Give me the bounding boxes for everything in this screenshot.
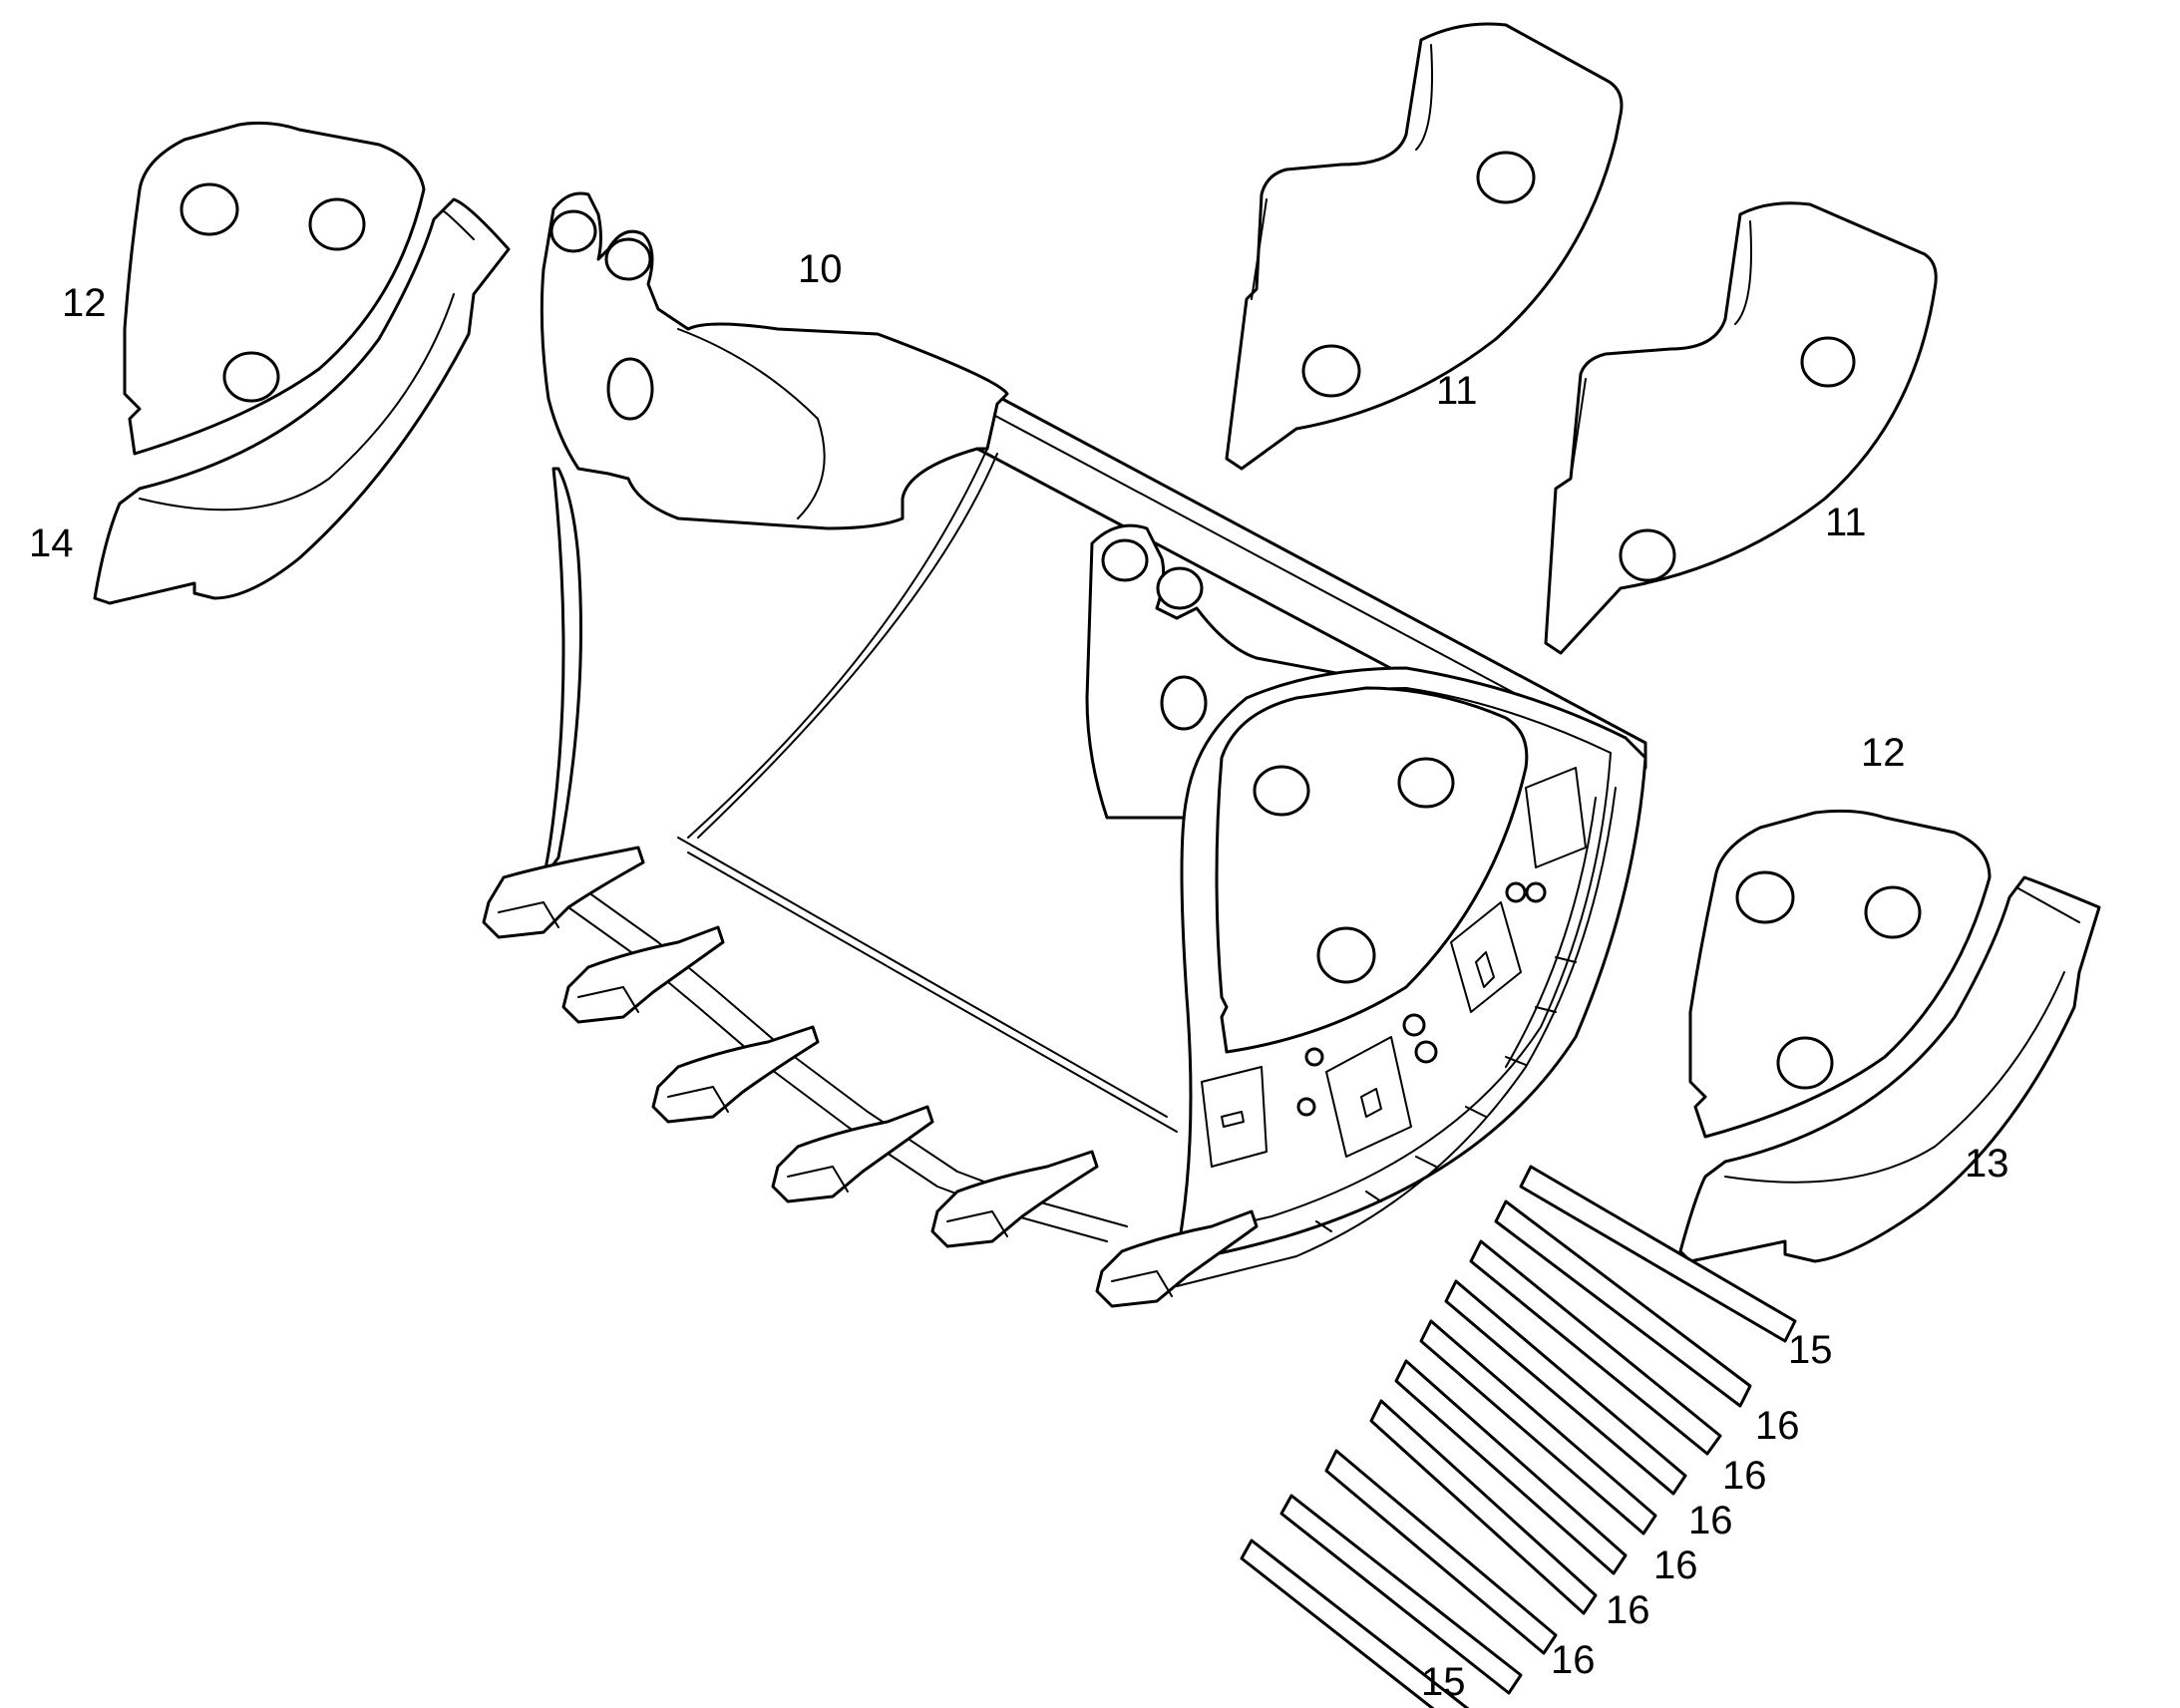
callout-wear-strip-bottom: 15 (1421, 1660, 1466, 1704)
callout-wear-strip-4: 16 (1653, 1543, 1698, 1587)
callout-wear-strip-6: 16 (1551, 1638, 1596, 1682)
callout-wear-strip-top: 15 (1788, 1328, 1833, 1372)
bucket-teeth (482, 846, 1259, 1308)
callout-side-cutter-right: 13 (1965, 1142, 2009, 1186)
side-cutter-left (93, 197, 511, 605)
callout-bucket: 10 (798, 247, 843, 291)
tooth-6 (1095, 1209, 1259, 1308)
tooth-4 (771, 1105, 934, 1203)
callout-side-plate-upper-a: 11 (1436, 369, 1478, 413)
wear-strips (1240, 1165, 1797, 1708)
tooth-1 (482, 846, 645, 939)
cheek-plate-left (123, 121, 426, 456)
callout-labels: 10 11 11 12 12 13 14 15 16 16 16 16 16 1… (29, 247, 2009, 1704)
callout-side-cutter-left: 14 (29, 521, 74, 565)
side-cutter-right (1678, 875, 2101, 1263)
callout-side-plate-upper-b: 11 (1825, 501, 1867, 544)
tooth-3 (651, 1025, 820, 1124)
callout-cheek-plate-left: 12 (62, 281, 107, 325)
side-plate-upper-a (1225, 22, 1624, 471)
bucket-assembly (540, 191, 1647, 1287)
callout-cheek-plate-right: 12 (1861, 731, 1906, 775)
side-plate-upper-b (1544, 201, 1938, 655)
tooth-5 (930, 1150, 1099, 1248)
callout-wear-strip-3: 16 (1688, 1499, 1733, 1542)
tooth-2 (561, 925, 725, 1024)
callout-wear-strip-1: 16 (1755, 1404, 1800, 1448)
callout-wear-strip-2: 16 (1722, 1454, 1767, 1498)
callout-wear-strip-5: 16 (1606, 1588, 1650, 1632)
cheek-plate-right (1688, 809, 1992, 1139)
